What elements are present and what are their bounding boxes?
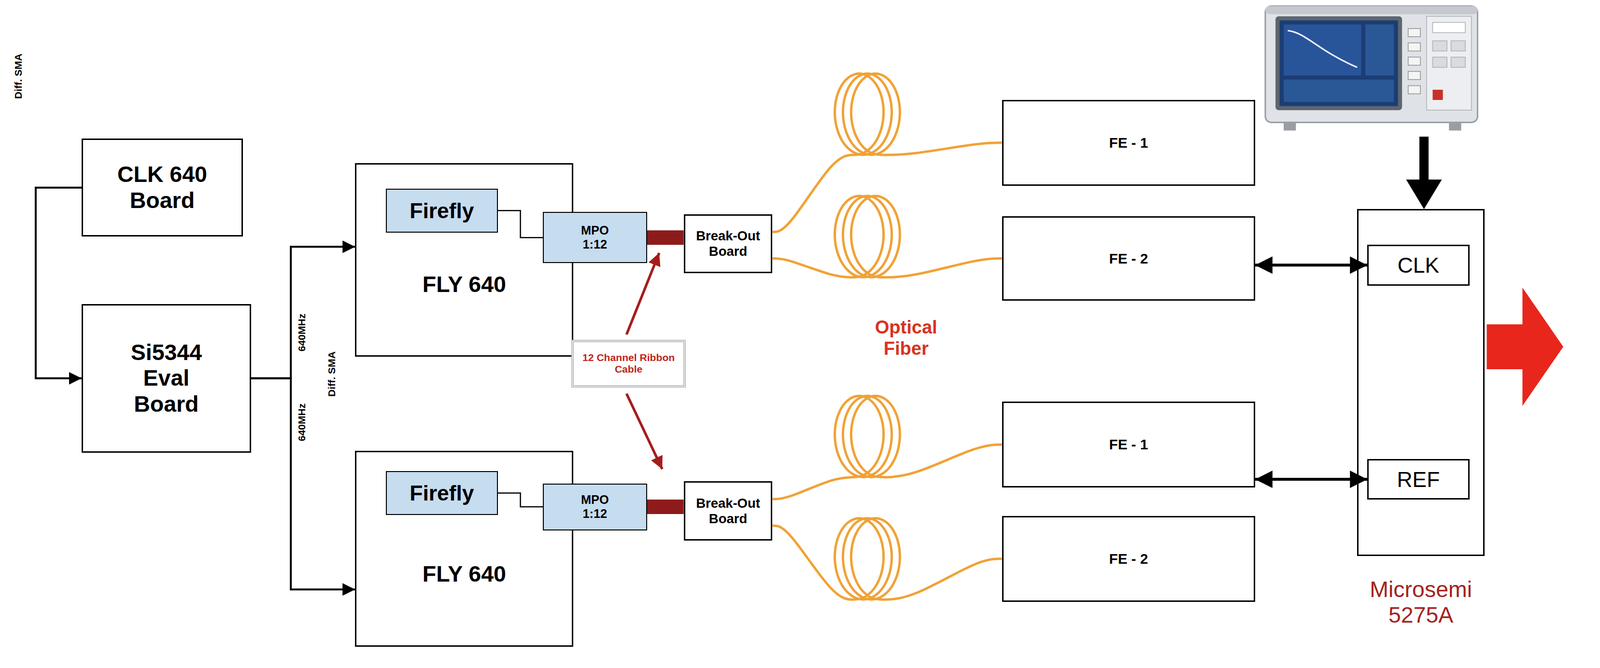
callout-box: 12 Channel Ribbon Cable [571,339,686,388]
analyzer-led [1432,89,1443,100]
module-box: Firefly [385,471,498,516]
node-text: FE - 1 [1109,436,1149,454]
edge-label: 640MHz [296,400,308,444]
screen-panel [1283,79,1394,102]
frontend-box: FE - 2 [1002,516,1256,602]
node-text: MPO 1:12 [575,223,615,252]
port-box: CLK [1367,244,1470,286]
analyzer-button [1451,56,1466,68]
connector-box: MPO 1:12 [542,212,648,264]
screen-trace [1287,30,1358,68]
optical-fiber [772,518,1002,600]
analyzer-panel [1426,16,1472,111]
signal-wire [251,246,356,379]
optical-fiber [772,196,1002,278]
node-text: FE - 1 [1109,134,1149,152]
node-text: Microsemi 5275A [1359,577,1483,629]
clock-link [1255,263,1368,267]
analyzer-bezel [1275,16,1402,111]
leader-arrow [626,253,660,335]
leader-arrow [626,394,663,470]
node-text: 12 Channel Ribbon Cable [579,352,678,376]
node-text: Firefly [409,198,474,224]
node-text: FLY 640 [422,561,507,588]
analyzer-top [1265,6,1478,15]
board-box: FLY 640 Firefly [354,451,574,648]
module-wire [497,493,543,508]
signal-wire [35,187,82,379]
board-box: CLK 640 Board [81,138,243,237]
optical-fiber [772,73,1002,233]
analyzer-screen [1279,20,1399,106]
ribbon-cable [647,230,684,245]
node-text: Break-Out Board [693,495,764,527]
analyzer-button [1408,28,1421,37]
analyzer-button [1451,41,1466,52]
module-box: Firefly [385,188,498,233]
screen-panel [1365,24,1394,76]
edge-label: Diff. SMA [12,51,25,102]
clock-link [1255,478,1368,482]
node-text: CLK 640 Board [110,161,214,214]
breakout-box: Break-Out Board [683,481,773,541]
node-text: FE - 2 [1109,551,1149,568]
node-text: Si5344 Eval Board [121,339,212,418]
ribbon-cable [647,499,684,515]
signal-wire [251,378,356,590]
screen-plot [1283,24,1362,76]
signal-label: Diff. SMA [325,349,338,400]
frontend-box: FE - 1 [1002,99,1256,186]
frontend-box: FE - 1 [1002,401,1256,488]
analyzer-button [1408,42,1421,52]
feed-arrow-head [1406,179,1443,210]
frontend-box: FE - 2 [1002,216,1256,301]
node-text: FE - 2 [1109,250,1149,268]
feed-arrow-shaft [1419,136,1429,182]
analyzer-button [1408,56,1421,66]
analyzer-body [1265,6,1478,123]
media-label: Optical Fiber [862,317,950,360]
node-text: Firefly [409,481,474,506]
edge-label: 640MHz [296,311,308,354]
connector-box: MPO 1:12 [542,483,648,531]
board-box: FLY 640 Firefly [354,163,574,357]
port-box: REF [1367,459,1470,501]
optical-fiber [772,396,1002,500]
board-box: Si5344 Eval Board [81,304,252,454]
analyzer-button [1432,56,1447,68]
node-text: REF [1397,467,1441,493]
analyzer-button [1432,41,1447,52]
analyzer-button [1408,71,1421,80]
analyzer-illustration [1265,6,1478,131]
node-text: FLY 640 [422,271,507,298]
analyzer-button [1432,22,1466,33]
instrument-box: Microsemi 5275ACLKREF [1357,209,1485,556]
module-wire [497,210,543,238]
analyzer-button [1408,85,1421,94]
node-text: MPO 1:12 [575,493,615,522]
node-text: Break-Out Board [693,228,764,259]
output-arrow [1486,287,1563,407]
node-text: CLK [1397,253,1440,278]
breakout-box: Break-Out Board [683,214,773,274]
